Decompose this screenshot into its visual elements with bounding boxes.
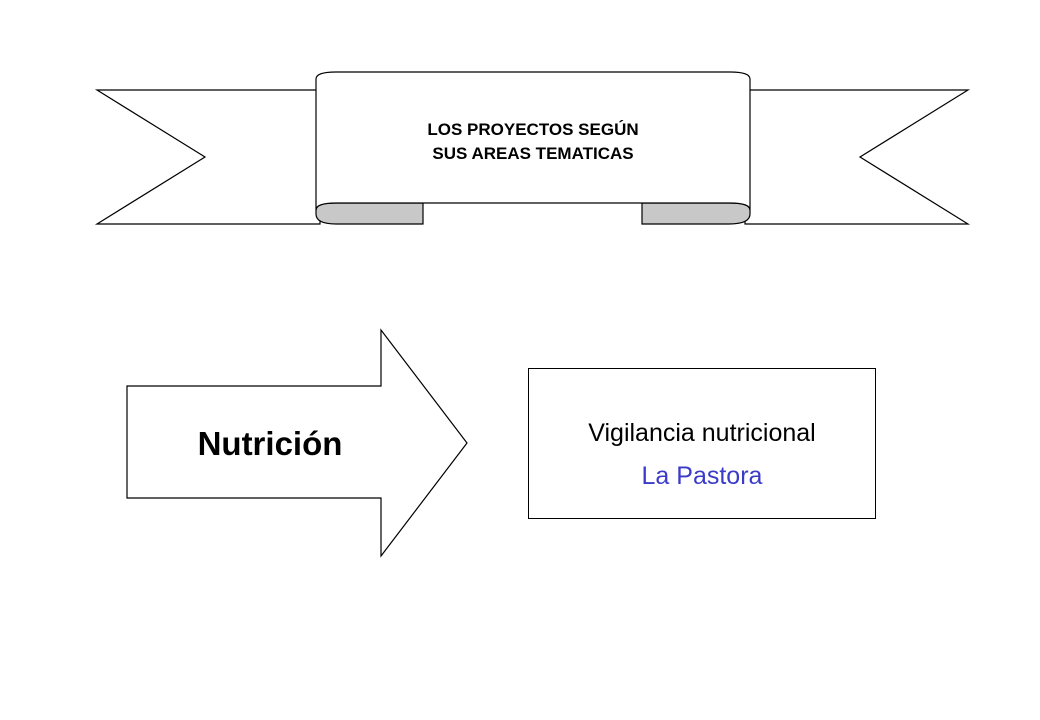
- banner-title-line1: LOS PROYECTOS SEGÚN: [427, 120, 639, 139]
- project-box: Vigilancia nutricional La Pastora: [528, 368, 876, 519]
- banner-right-fold: [641, 202, 751, 225]
- banner-right-tail: [744, 89, 971, 225]
- project-location: La Pastora: [641, 462, 763, 490]
- area-arrow: [126, 328, 468, 558]
- project-name: Vigilancia nutricional: [588, 419, 816, 447]
- banner-left-tail: [94, 89, 321, 225]
- banner-panel: [315, 71, 751, 211]
- banner-title: LOS PROYECTOS SEGÚN SUS AREAS TEMATICAS: [318, 118, 748, 166]
- banner-left-fold: [315, 202, 424, 225]
- banner-title-line2: SUS AREAS TEMATICAS: [432, 144, 634, 163]
- area-label: Nutrición: [197, 425, 343, 462]
